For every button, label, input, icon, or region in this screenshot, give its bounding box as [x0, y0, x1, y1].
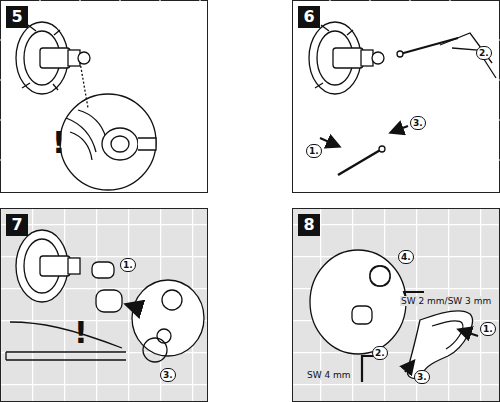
- label-holder: 3.: [160, 364, 176, 382]
- callout-number: 1.: [480, 322, 496, 336]
- label-holder: 1.: [120, 254, 136, 272]
- label-holder: !: [52, 128, 66, 158]
- warning-mark: !: [52, 125, 66, 160]
- step-number: 7: [6, 214, 28, 236]
- label-holder: 1.: [480, 318, 496, 336]
- callout-number: 1.: [120, 258, 136, 272]
- step-number-text: 7: [11, 215, 22, 234]
- callout-number: 2.: [476, 46, 492, 60]
- label-holder: 3.: [410, 112, 426, 130]
- step-number: 5: [6, 6, 28, 28]
- callout-number: 3.: [160, 368, 176, 382]
- callout-number: 3.: [410, 116, 426, 130]
- step-number-text: 6: [303, 7, 314, 26]
- callout-number: 2.: [372, 346, 388, 360]
- label-holder: 2.: [372, 342, 388, 360]
- label-holder: 1.: [306, 140, 322, 158]
- label-holder: 4.: [398, 246, 414, 264]
- callout-number: 4.: [398, 250, 414, 264]
- label-holder: SW 2 mm/SW 3 mm: [400, 290, 492, 308]
- dimension-label: SW 2 mm/SW 3 mm: [400, 296, 492, 306]
- label-holder: SW 4 mm: [306, 364, 352, 382]
- label-holder: 3.: [414, 366, 430, 384]
- warning-mark: !: [74, 315, 88, 350]
- step-number-text: 8: [303, 215, 314, 234]
- step-number-text: 5: [11, 7, 22, 26]
- step-number: 6: [298, 6, 320, 28]
- label-holder: 2.: [476, 42, 492, 60]
- dimension-label: SW 4 mm: [306, 370, 352, 380]
- callout-number: 1.: [306, 144, 322, 158]
- step-number: 8: [298, 214, 320, 236]
- callout-number: 3.: [414, 370, 430, 384]
- label-holder: !: [74, 318, 88, 348]
